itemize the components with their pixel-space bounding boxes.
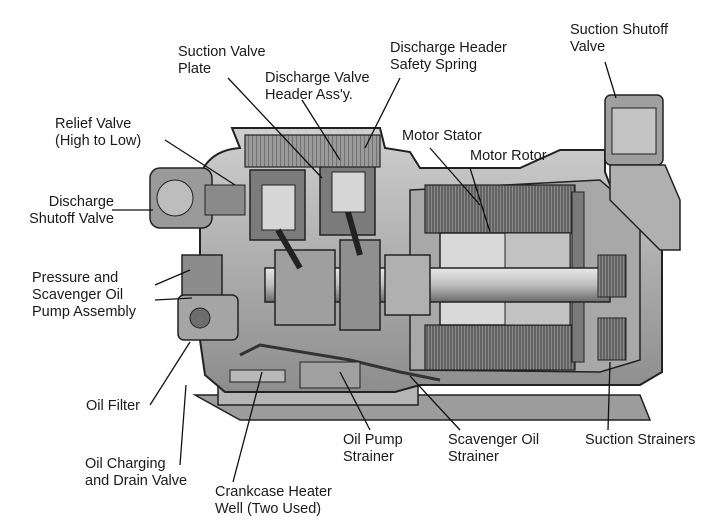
label-motor-stator: Motor Stator xyxy=(402,128,482,144)
oil-lines xyxy=(229,343,441,389)
crankshaft xyxy=(264,239,611,331)
cylinder-block xyxy=(244,134,381,270)
label-crankcase-heater-well: Crankcase Heater Well (Two Used) xyxy=(215,484,332,517)
label-discharge-valve-header-assy: Discharge Valve Header Ass'y. xyxy=(265,70,370,103)
suction-strainers-body xyxy=(597,254,627,361)
leader-lines xyxy=(112,61,617,483)
label-discharge-header-safety-spring: Discharge Header Safety Spring xyxy=(390,40,507,73)
oil-pump-assembly xyxy=(177,254,239,341)
label-discharge-shutoff-valve: Discharge Shutoff Valve xyxy=(29,194,114,227)
label-oil-charging-drain-valve: Oil Charging and Drain Valve xyxy=(85,456,188,489)
label-scavenger-oil-strainer: Scavenger Oil Strainer xyxy=(448,432,540,465)
label-suction-shutoff-valve: Suction Shutoff Valve xyxy=(570,22,669,55)
label-suction-valve-plate: Suction Valve Plate xyxy=(178,44,266,77)
label-relief-valve: Relief Valve (High to Low) xyxy=(55,116,142,149)
label-suction-strainers: Suction Strainers xyxy=(585,432,696,448)
label-oil-filter: Oil Filter xyxy=(86,398,140,414)
label-oil-pump-strainer: Oil Pump Strainer xyxy=(343,432,403,465)
label-motor-rotor: Motor Rotor xyxy=(470,148,547,164)
label-pressure-scavenger-pump: Pressure and Scavenger Oil Pump Assembly xyxy=(32,270,136,320)
discharge-shutoff-valve-body xyxy=(149,167,246,229)
suction-shutoff-valve-body xyxy=(604,94,681,251)
